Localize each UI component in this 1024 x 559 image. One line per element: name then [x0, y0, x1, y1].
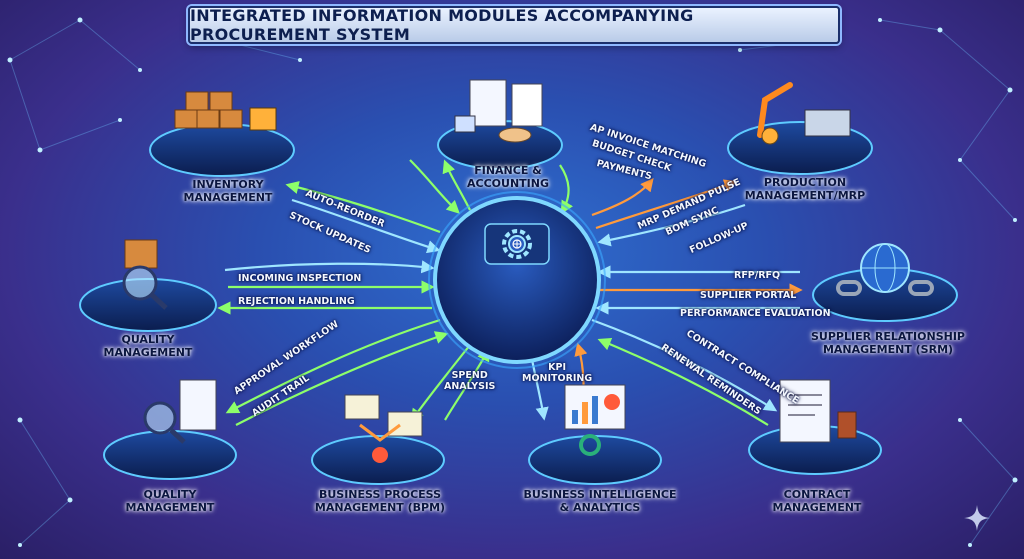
platform-quality-top [79, 239, 217, 332]
platform-production [727, 82, 873, 175]
arrow-production-2 [597, 203, 746, 247]
platform-bi [528, 384, 662, 485]
globe-icon [860, 243, 910, 293]
flow-incoming-inspection: INCOMING INSPECTION [238, 273, 362, 284]
platform-quality-bottom [103, 379, 237, 480]
flow-kpi-monitoring: KPI MONITORING [522, 362, 593, 384]
chain-link-icon [836, 280, 934, 296]
flowchart-icon [344, 394, 423, 463]
dashboard-icon [564, 384, 626, 456]
arrow-finance-1 [442, 159, 471, 211]
flow-rfp-rfq: RFP/RFQ [734, 270, 781, 281]
module-production: PRODUCTION MANAGEMENT/MRP [744, 176, 866, 202]
arrow-finance-2 [409, 159, 460, 214]
arrow-contract-compliance [591, 318, 778, 412]
flow-supplier-portal: SUPPLIER PORTAL [700, 290, 797, 301]
flow-performance-evaluation: PERFORMANCE EVALUATION [680, 308, 831, 319]
arrow-production-1 [595, 179, 738, 230]
central-hub [428, 191, 606, 369]
magnifier-icon [143, 401, 186, 444]
arrow-finance-3 [559, 164, 574, 215]
module-quality-bottom: QUALITY MANAGEMENT [125, 488, 215, 514]
arrow-finance-4 [591, 177, 654, 217]
module-finance: FINANCE & ACCOUNTING [467, 164, 549, 190]
contract-document-icon [779, 379, 857, 443]
sparkle-icon [964, 505, 990, 531]
platform-bpm [311, 394, 445, 485]
flow-spend-analysis: SPEND ANALYSIS [444, 370, 496, 392]
flow-rejection-handling: REJECTION HANDLING [238, 296, 355, 307]
module-srm: SUPPLIER RELATIONSHIP MANAGEMENT (SRM) [811, 330, 965, 356]
arrow-approval-workflow [225, 318, 441, 414]
gear-icon [502, 229, 532, 259]
platform-srm [812, 243, 958, 322]
arrow-stock-updates [291, 198, 441, 254]
platform-finance [437, 79, 563, 170]
module-bi: BUSINESS INTELLIGENCE & ANALYTICS [523, 488, 677, 514]
arrow-audit-trail [235, 331, 449, 426]
magnifier-icon [122, 265, 168, 310]
robot-arm-icon [757, 82, 793, 138]
arrow-renewal-reminders [597, 337, 769, 426]
module-inventory: INVENTORY MANAGEMENT [183, 178, 273, 204]
arrow-quality-3 [224, 260, 435, 274]
platform-contract [748, 379, 882, 475]
boxes-icon [174, 91, 243, 129]
diagram-title: INTEGRATED INFORMATION MODULES ACCOMPANY… [188, 6, 840, 44]
arrow-auto-reorder [285, 181, 441, 234]
platform-inventory [149, 91, 295, 177]
module-bpm: BUSINESS PROCESS MANAGEMENT (BPM) [314, 488, 446, 514]
module-quality-top: QUALITY MANAGEMENT [103, 333, 193, 359]
handshake-icon [498, 127, 532, 143]
module-contract: CONTRACT MANAGEMENT [772, 488, 862, 514]
